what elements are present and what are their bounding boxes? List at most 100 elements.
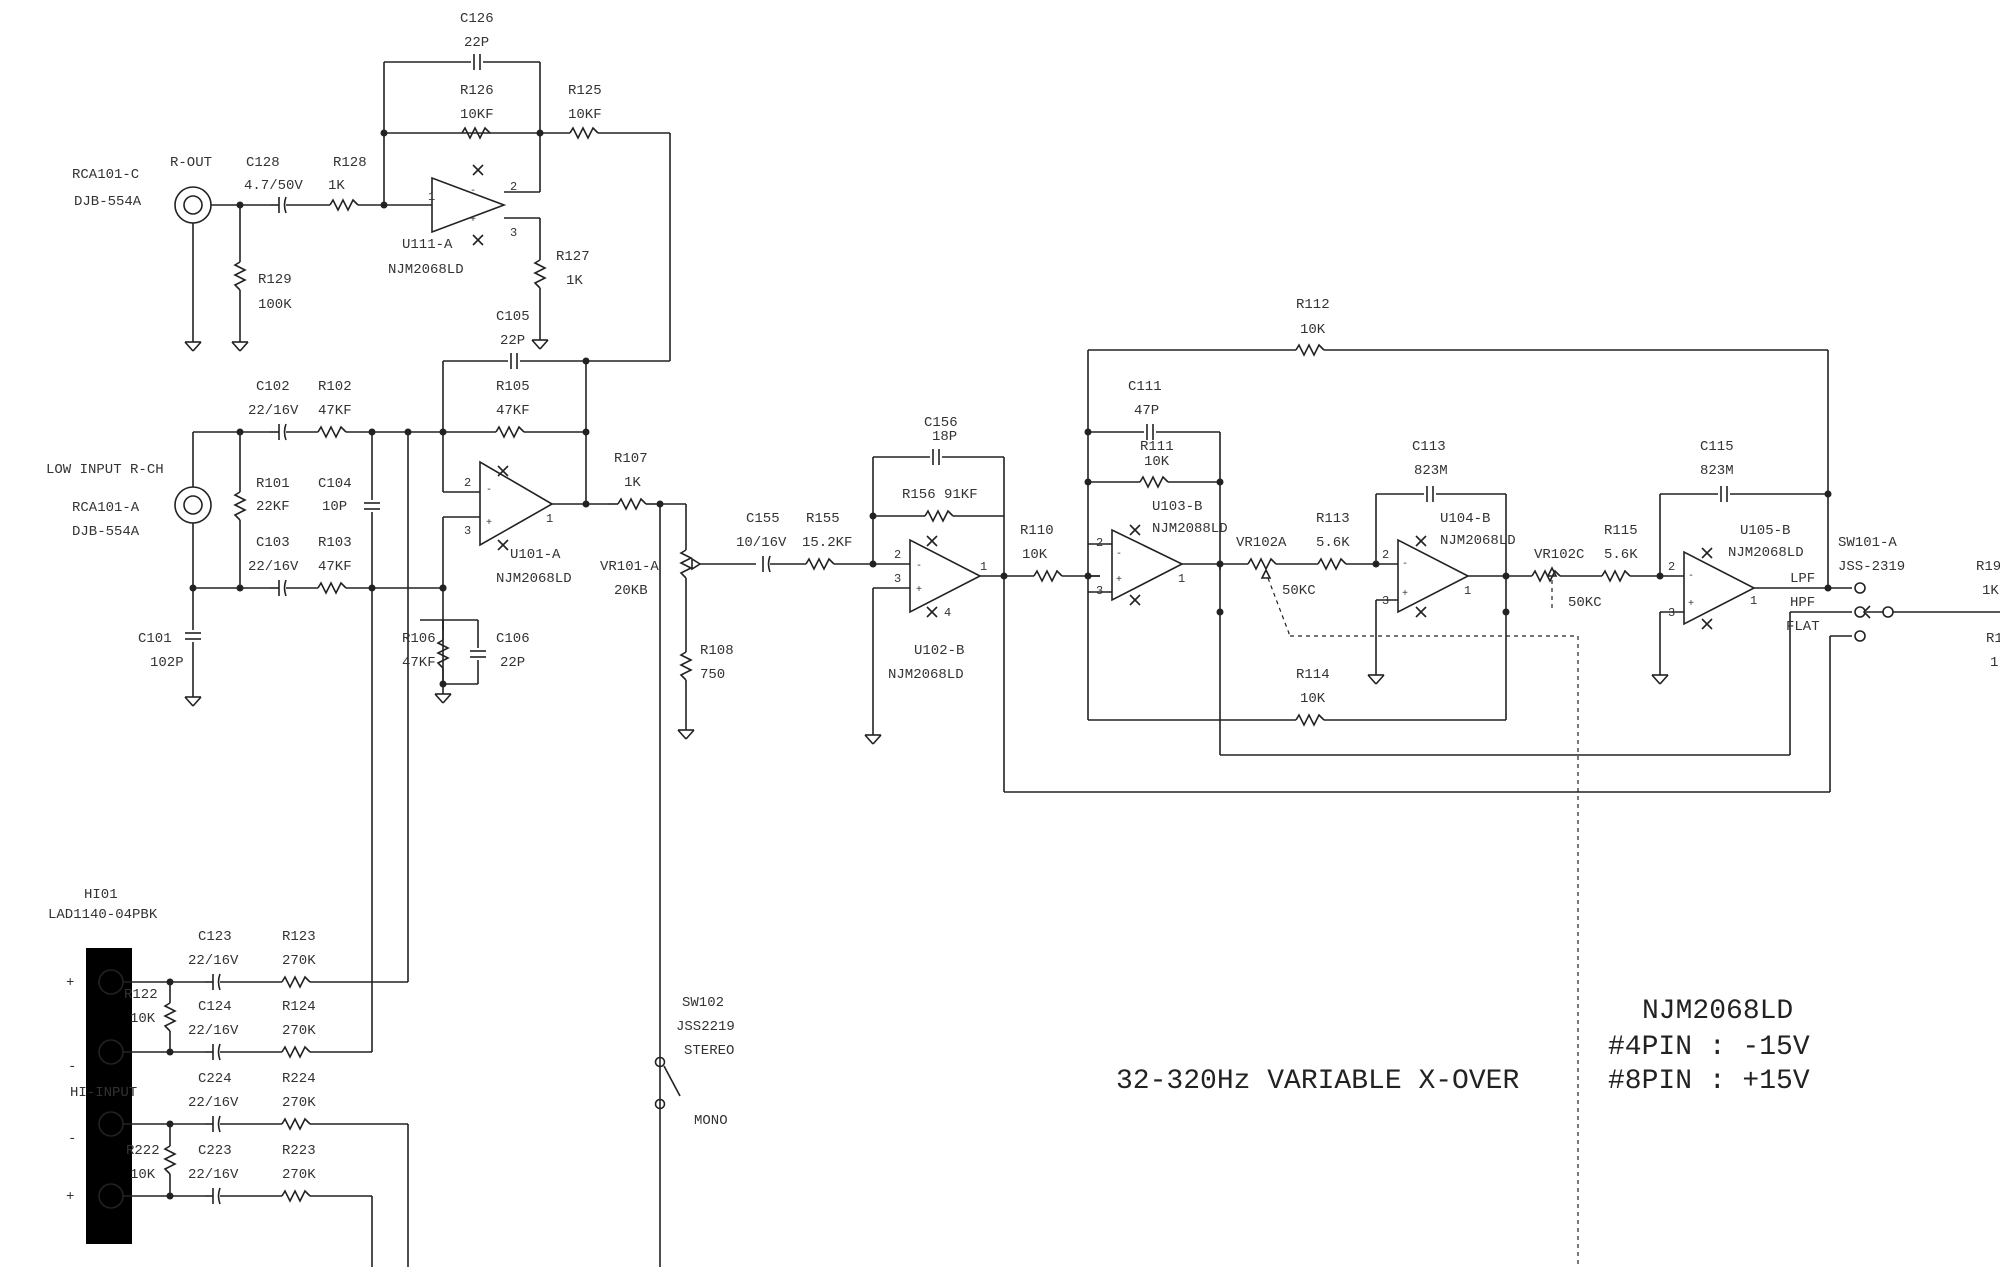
label-u103b: U103-B — [1152, 499, 1202, 515]
r113-resistor — [1317, 558, 1347, 570]
label-r101-value: 22KF — [256, 499, 290, 515]
svg-text:-: - — [470, 186, 476, 197]
label-u111a: U111-A — [402, 237, 453, 253]
label-c111-value: 47P — [1134, 403, 1159, 419]
label-c126: C126 — [460, 11, 494, 27]
label-r122-value: 10K — [130, 1011, 156, 1027]
label-hi01-part: LAD1140-04PBK — [48, 907, 158, 923]
label-c101: C101 — [138, 631, 172, 647]
label-r128: R128 — [333, 155, 367, 171]
label-c115-value: 823M — [1700, 463, 1734, 479]
vr102a-wiper-icon — [1260, 568, 1272, 579]
label-r108: R108 — [700, 643, 734, 659]
nc-mark — [1701, 547, 1713, 559]
note-pin8: #8PIN : +15V — [1608, 1066, 1810, 1097]
svg-text:2: 2 — [1382, 548, 1389, 562]
label-c223-value: 22/16V — [188, 1167, 239, 1183]
r122-resistor — [164, 1002, 176, 1032]
svg-text:+: + — [1688, 599, 1694, 610]
c111-capacitor — [1146, 423, 1154, 441]
label-pin4-sign: + — [66, 1189, 74, 1205]
ground-icon — [864, 734, 882, 745]
nc-mark — [1415, 535, 1427, 547]
c104-capacitor — [363, 502, 381, 510]
svg-text:-: - — [1688, 571, 1694, 582]
label-c224-value: 22/16V — [188, 1095, 239, 1111]
label-c106: C106 — [496, 631, 530, 647]
label-vr102c: VR102C — [1534, 547, 1584, 563]
label-c224: C224 — [198, 1071, 232, 1087]
r124-resistor — [281, 1046, 311, 1058]
label-c128-value: 4.7/50V — [244, 178, 303, 194]
c128-capacitor — [278, 196, 287, 214]
label-hpf: HPF — [1790, 595, 1815, 611]
label-pin1-sign: + — [66, 975, 74, 991]
label-low-input: LOW INPUT R-CH — [46, 462, 164, 478]
label-1-partial: 1 — [1990, 655, 1998, 671]
svg-text:2: 2 — [464, 476, 471, 490]
c123-capacitor — [212, 973, 221, 991]
label-r103-value: 47KF — [318, 559, 352, 575]
svg-text:+: + — [1402, 589, 1408, 600]
rca101c-jack — [174, 186, 212, 224]
label-mono: MONO — [694, 1113, 728, 1129]
label-r223-value: 270K — [282, 1167, 316, 1183]
ground-icon — [531, 339, 549, 350]
label-r105-value: 47KF — [496, 403, 530, 419]
label-rca101a: RCA101-A — [72, 500, 140, 516]
label-pin3-sign: - — [68, 1131, 76, 1147]
r108-resistor — [680, 651, 692, 681]
svg-text:+: + — [470, 215, 476, 226]
nc-mark — [1129, 594, 1141, 606]
r111-resistor — [1139, 476, 1169, 488]
ground-icon — [677, 729, 695, 740]
label-r115: R115 — [1604, 523, 1638, 539]
label-r123: R123 — [282, 929, 316, 945]
svg-text:1: 1 — [546, 512, 553, 526]
nc-mark — [497, 539, 509, 551]
c113-capacitor — [1426, 485, 1434, 503]
label-u104b-part: NJM2068LD — [1440, 533, 1516, 549]
label-c105: C105 — [496, 309, 530, 325]
hi-input-section: + - - + HI01 LAD1140-04PBK HI-INPUT C123… — [48, 887, 409, 1267]
svg-text:1: 1 — [1178, 572, 1185, 586]
svg-text:-: - — [486, 485, 492, 496]
nc-mark — [1415, 606, 1427, 618]
label-c156: C156 — [924, 415, 958, 431]
u104b-opamp — [1397, 538, 1470, 614]
label-c155-value: 10/16V — [736, 535, 787, 551]
label-r155-value: 15.2KF — [802, 535, 852, 551]
r129-resistor — [234, 261, 246, 291]
note-ic-name: NJM2068LD — [1642, 996, 1793, 1027]
label-stereo: STEREO — [684, 1043, 734, 1059]
label-c103-value: 22/16V — [248, 559, 299, 575]
label-r102: R102 — [318, 379, 352, 395]
ground-icon — [1651, 674, 1669, 685]
r103-resistor — [317, 582, 347, 594]
label-r122: R122 — [124, 987, 158, 1003]
r128-resistor — [329, 199, 359, 211]
rout-buffer-section: -+ 1 2 3 RCA101-C DJB-554A R-OUT C128 4.… — [72, 11, 671, 361]
label-r127: R127 — [556, 249, 590, 265]
svg-text:2: 2 — [510, 180, 517, 194]
ground-icon — [184, 696, 202, 707]
label-r113: R113 — [1316, 511, 1350, 527]
r112-resistor — [1295, 344, 1325, 356]
svg-text:3: 3 — [1668, 606, 1675, 620]
label-r125-value: 10KF — [568, 107, 602, 123]
note-pin4: #4PIN : -15V — [1608, 1032, 1810, 1063]
label-r156-value: 91KF — [944, 487, 978, 503]
label-r123-value: 270K — [282, 953, 316, 969]
label-c126-value: 22P — [464, 35, 489, 51]
label-flat: FLAT — [1786, 619, 1820, 635]
ground-icon — [231, 341, 249, 352]
svg-text:1: 1 — [980, 560, 987, 574]
nc-mark — [1129, 524, 1141, 536]
label-c115: C115 — [1700, 439, 1734, 455]
label-djb554a-2: DJB-554A — [72, 524, 140, 540]
c156-capacitor — [932, 448, 940, 466]
label-vr102a-value: 50KC — [1282, 583, 1316, 599]
svg-text:1: 1 — [1464, 584, 1471, 598]
label-r101: R101 — [256, 476, 290, 492]
